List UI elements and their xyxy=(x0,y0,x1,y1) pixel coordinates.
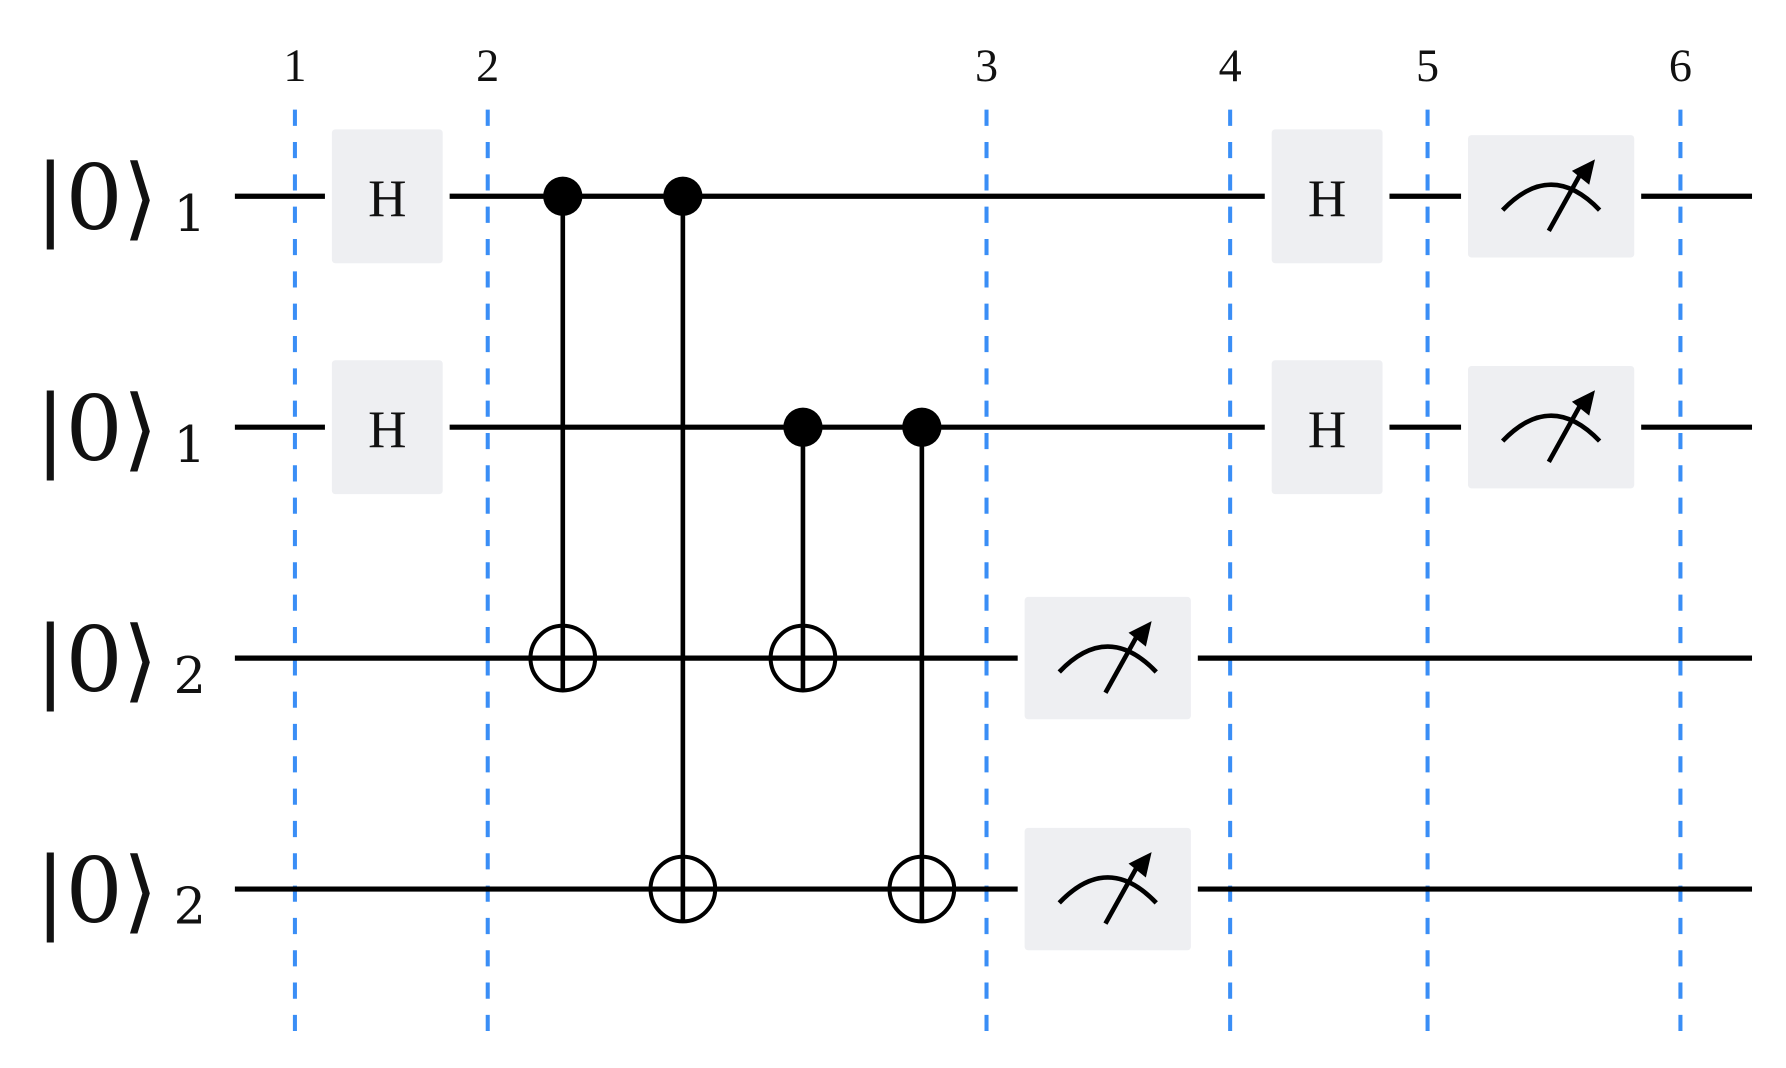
qubit-subscript: 1 xyxy=(174,184,206,243)
barriers: 1 2 3 4 5 6 xyxy=(283,40,1692,1036)
cnot-gate xyxy=(768,407,838,693)
qubit-subscript: 2 xyxy=(174,646,206,705)
cnot-gate xyxy=(887,407,957,924)
meter-icon xyxy=(1500,159,1602,233)
gates: H H H H xyxy=(324,129,1642,951)
barrier-number: 2 xyxy=(476,40,499,91)
hadamard-gate xyxy=(331,129,443,264)
qubit-subscript: 1 xyxy=(174,415,206,474)
qubit-wires xyxy=(234,193,1753,892)
qubit-ket-label: |0⟩ xyxy=(35,607,158,712)
control-dot xyxy=(663,176,703,216)
control-dot xyxy=(543,176,583,216)
meter-arrowhead xyxy=(1128,852,1152,878)
meter-icon xyxy=(1057,621,1158,694)
hadamard-gate xyxy=(1271,360,1383,495)
meter-needle xyxy=(1103,629,1143,694)
control-dot xyxy=(902,407,942,447)
qubit-ket-label: |0⟩ xyxy=(35,377,158,482)
meter-icon xyxy=(1057,852,1158,925)
measurement-gate xyxy=(1467,135,1635,258)
meter-needle xyxy=(1546,167,1586,233)
meter-arc xyxy=(1500,413,1602,443)
hadamard-gate-label: H xyxy=(368,170,406,228)
meter-arc xyxy=(1500,182,1602,212)
hadamard-gate-label: H xyxy=(368,401,406,459)
hadamard-gate-label: H xyxy=(1308,401,1346,459)
barrier-number: 3 xyxy=(975,40,998,91)
meter-arc xyxy=(1057,644,1158,674)
hadamard-gate-label: H xyxy=(1308,170,1346,228)
qubit-ket-label: |0⟩ xyxy=(35,146,158,251)
meter-arrowhead xyxy=(1128,621,1152,647)
meter-arrowhead xyxy=(1571,159,1595,185)
qubit-ket-label: |0⟩ xyxy=(35,838,158,943)
barrier-number: 4 xyxy=(1219,40,1242,91)
qubit-labels: |0⟩ 1 |0⟩ 1 |0⟩ 2 |0⟩ 2 xyxy=(35,146,206,944)
cnot-gate xyxy=(528,176,598,693)
measurement-gate xyxy=(1024,596,1191,720)
control-dot xyxy=(783,407,823,447)
meter-icon xyxy=(1500,390,1602,463)
meter-needle xyxy=(1546,398,1586,463)
measurement-gate xyxy=(1467,366,1635,489)
hadamard-gate xyxy=(1271,129,1383,264)
measurement-gate xyxy=(1024,827,1191,951)
meter-arrowhead xyxy=(1571,390,1595,416)
barrier-number: 1 xyxy=(283,40,306,91)
meter-arc xyxy=(1057,875,1158,905)
meter-needle xyxy=(1103,860,1143,925)
barrier-number: 5 xyxy=(1416,40,1439,91)
qubit-subscript: 2 xyxy=(174,877,206,936)
barrier-number: 6 xyxy=(1669,40,1692,91)
cnot-gate xyxy=(648,176,718,924)
hadamard-gate xyxy=(331,360,443,495)
